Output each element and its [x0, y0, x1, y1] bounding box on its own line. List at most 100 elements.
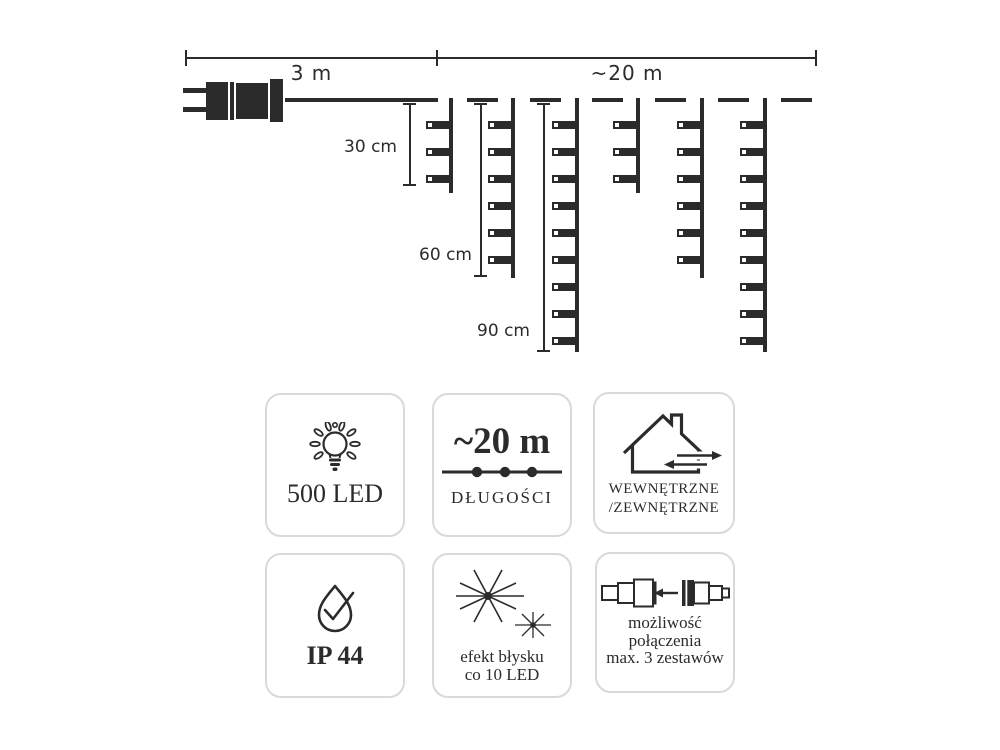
led-light: [488, 229, 511, 237]
led-light: [552, 202, 575, 210]
measure-line-60cm: [480, 103, 482, 277]
measure-line-30cm: [409, 103, 411, 186]
sparkle-icon: [456, 569, 551, 638]
led-light-tip: [740, 202, 748, 210]
feature-card-indoor-outdoor: WEWNĘTRZNE /ZEWNĘTRZNE: [593, 392, 735, 534]
led-light-tip: [677, 121, 685, 129]
led-light-tip: [488, 256, 496, 264]
main-wire-dash: [592, 98, 623, 102]
measure-cap: [474, 275, 487, 277]
led-light-tip: [677, 256, 685, 264]
feature-label: możliwość połączenia max. 3 zestawów: [606, 612, 724, 668]
length-value: ~20 m: [453, 420, 551, 462]
plug-prong: [183, 107, 206, 112]
led-light-tip: [740, 256, 748, 264]
led-light-tip: [677, 202, 685, 210]
measure-cap: [537, 350, 550, 352]
led-light: [677, 148, 700, 156]
led-light: [552, 229, 575, 237]
led-light: [740, 202, 763, 210]
main-wire-dash: [780, 98, 812, 102]
led-light-tip: [677, 148, 685, 156]
led-light: [552, 148, 575, 156]
led-light-tip: [426, 175, 434, 183]
led-light-tip: [740, 121, 748, 129]
led-light: [552, 337, 575, 345]
led-light: [677, 229, 700, 237]
measure-label-90cm: 90 cm: [477, 321, 530, 341]
led-light: [740, 148, 763, 156]
plug-prong: [183, 88, 206, 93]
led-light: [740, 283, 763, 291]
led-light: [552, 121, 575, 129]
led-light: [677, 175, 700, 183]
led-light-tip: [552, 337, 560, 345]
feature-card-length: ~20 m DŁUGOŚCI: [432, 393, 572, 537]
main-wire-dash: [529, 98, 561, 102]
led-light-tip: [552, 121, 560, 129]
led-light-tip: [552, 175, 560, 183]
measure-cap: [403, 184, 416, 186]
led-light-tip: [426, 121, 434, 129]
feature-label-line: max. 3 zestawów: [606, 648, 724, 668]
drop-strand-wire: [511, 98, 515, 278]
measure-cap: [403, 103, 416, 105]
led-light-tip: [613, 175, 621, 183]
dimension-line: [186, 57, 817, 59]
led-light: [677, 202, 700, 210]
led-light: [552, 310, 575, 318]
measure-line-90cm: [543, 103, 545, 352]
feature-label-line: /ZEWNĘTRZNE: [608, 500, 720, 516]
feature-label-line: co 10 LED: [464, 664, 540, 684]
plug-body-segment: [230, 82, 234, 120]
dimension-tick-left: [185, 50, 187, 66]
led-light: [552, 283, 575, 291]
feature-label: efekt błysku co 10 LED: [460, 646, 544, 684]
led-light-tip: [488, 202, 496, 210]
led-light: [740, 229, 763, 237]
feature-label: 500 LED: [286, 478, 384, 508]
led-light-tip: [677, 175, 685, 183]
led-light: [426, 121, 449, 129]
feature-label-line: możliwość: [628, 612, 702, 632]
feature-label-line: efekt błysku: [460, 646, 544, 666]
main-length-label: ~20 m: [590, 61, 664, 85]
led-light-tip: [613, 148, 621, 156]
drop-strand-wire: [575, 98, 579, 352]
led-light: [426, 148, 449, 156]
drop-strand-wire: [763, 98, 767, 352]
led-light-tip: [613, 121, 621, 129]
led-light-tip: [740, 283, 748, 291]
dimension-tick-right: [815, 50, 817, 66]
led-light: [488, 175, 511, 183]
led-light: [488, 256, 511, 264]
connectors-icon: [601, 578, 730, 608]
lead-length-label: 3 m: [290, 61, 333, 85]
led-light-tip: [426, 148, 434, 156]
led-light: [552, 256, 575, 264]
strand-layer: [426, 98, 812, 352]
led-light: [677, 256, 700, 264]
feature-card-ip-rating: IP 44: [265, 553, 405, 698]
led-light-tip: [740, 148, 748, 156]
dimension-tick-middle: [436, 50, 438, 66]
led-light-tip: [740, 337, 748, 345]
main-wire-dash: [654, 98, 686, 102]
measure-label-60cm: 60 cm: [419, 245, 472, 265]
feature-card-connectable: możliwość połączenia max. 3 zestawów: [595, 552, 735, 693]
led-light-tip: [488, 148, 496, 156]
led-light-tip: [488, 229, 496, 237]
led-light-tip: [740, 229, 748, 237]
feature-card-flash-effect: efekt błysku co 10 LED: [432, 553, 572, 698]
led-light-tip: [552, 202, 560, 210]
main-wire-dash: [466, 98, 498, 102]
feature-label: IP 44: [306, 641, 364, 670]
garland-icon: [442, 466, 562, 477]
plug-body-segment: [206, 82, 228, 120]
lead-wire: [285, 98, 438, 102]
plug-body-segment: [236, 83, 268, 119]
feature-label-line: połączenia: [628, 630, 702, 650]
led-light-tip: [552, 310, 560, 318]
drop-strand-wire: [636, 98, 640, 193]
